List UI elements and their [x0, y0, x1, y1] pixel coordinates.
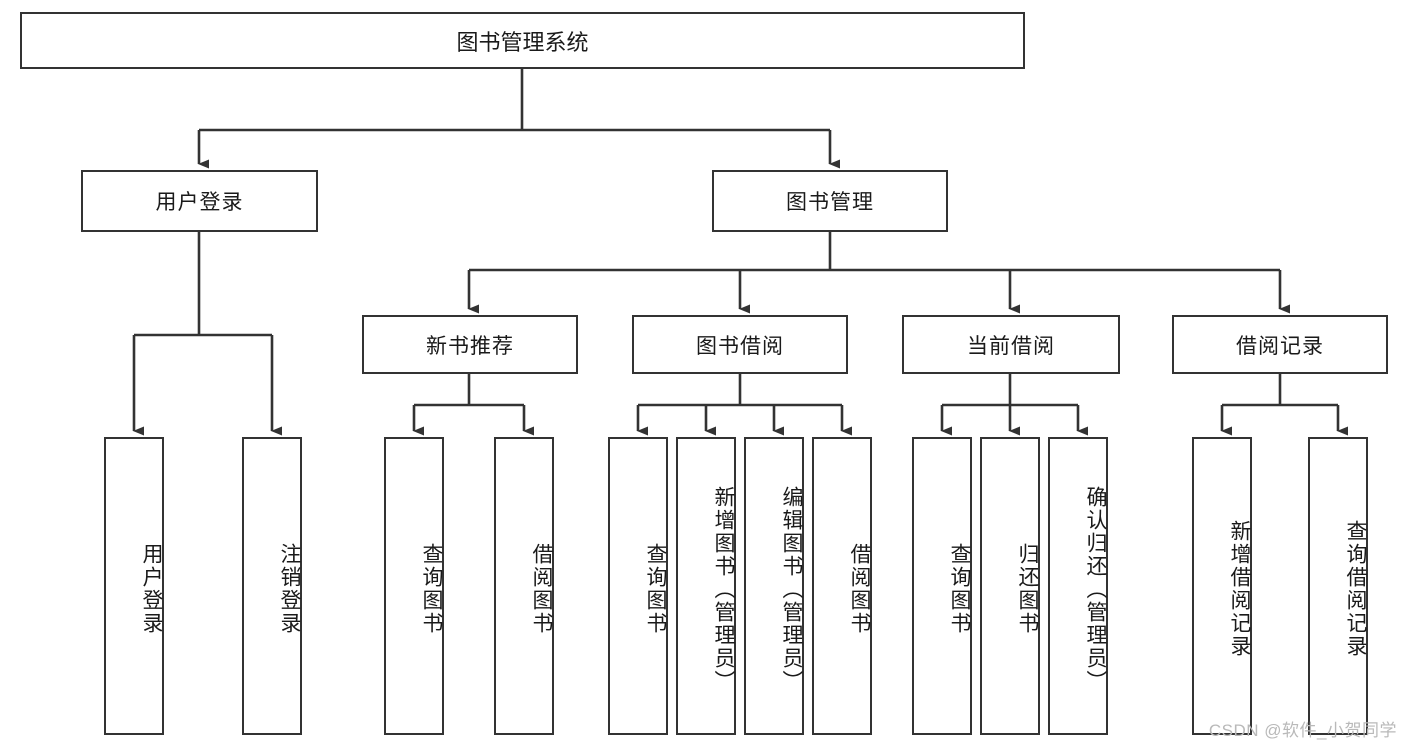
leaf-return-book[interactable]: 归还图书 [980, 437, 1040, 735]
node-label: 图书管理系统 [456, 29, 589, 55]
leaf-edit-book-admin[interactable]: 编辑图书（管理员） [744, 437, 804, 735]
leaf-confirm-return-admin[interactable]: 确认归还（管理员） [1048, 437, 1108, 735]
node-label: 新增借阅记录 [1228, 520, 1251, 658]
node-book-borrow[interactable]: 图书借阅 [632, 315, 848, 374]
leaf-logout[interactable]: 注销登录 [242, 437, 302, 735]
node-label: 用户登录 [155, 191, 244, 214]
node-user-login[interactable]: 用户登录 [81, 170, 318, 232]
node-root-system[interactable]: 图书管理系统 [20, 12, 1025, 69]
node-label: 借阅记录 [1236, 334, 1324, 358]
node-label: 查询图书 [948, 543, 971, 635]
node-label: 借阅图书 [530, 543, 553, 635]
node-current-borrow[interactable]: 当前借阅 [902, 315, 1120, 374]
leaf-query-book-borrow[interactable]: 查询图书 [608, 437, 668, 735]
node-label: 编辑图书（管理员） [780, 485, 803, 693]
node-label: 确认归还（管理员） [1084, 485, 1107, 693]
node-label: 新增图书（管理员） [712, 485, 735, 693]
node-label: 归还图书 [1016, 543, 1039, 635]
node-borrow-record[interactable]: 借阅记录 [1172, 315, 1388, 374]
node-label: 查询图书 [420, 543, 443, 635]
node-label: 注销登录 [278, 543, 301, 635]
node-new-book-recommend[interactable]: 新书推荐 [362, 315, 578, 374]
node-label: 查询图书 [644, 543, 667, 635]
node-label: 用户登录 [140, 543, 163, 635]
leaf-borrow-book[interactable]: 借阅图书 [812, 437, 872, 735]
node-label: 当前借阅 [967, 334, 1055, 358]
watermark-text: CSDN @软件_小贺同学 [1208, 721, 1397, 740]
leaf-query-borrow-record[interactable]: 查询借阅记录 [1308, 437, 1368, 735]
leaf-query-book-recommend[interactable]: 查询图书 [384, 437, 444, 735]
node-book-management[interactable]: 图书管理 [712, 170, 948, 232]
leaf-borrow-book-recommend[interactable]: 借阅图书 [494, 437, 554, 735]
node-label: 图书借阅 [696, 334, 784, 358]
leaf-add-borrow-record[interactable]: 新增借阅记录 [1192, 437, 1252, 735]
node-label: 借阅图书 [848, 543, 871, 635]
leaf-user-login[interactable]: 用户登录 [104, 437, 164, 735]
leaf-query-book-current[interactable]: 查询图书 [912, 437, 972, 735]
node-label: 查询借阅记录 [1344, 520, 1367, 658]
node-label: 新书推荐 [426, 334, 514, 358]
leaf-add-book-admin[interactable]: 新增图书（管理员） [676, 437, 736, 735]
node-label: 图书管理 [786, 191, 874, 214]
